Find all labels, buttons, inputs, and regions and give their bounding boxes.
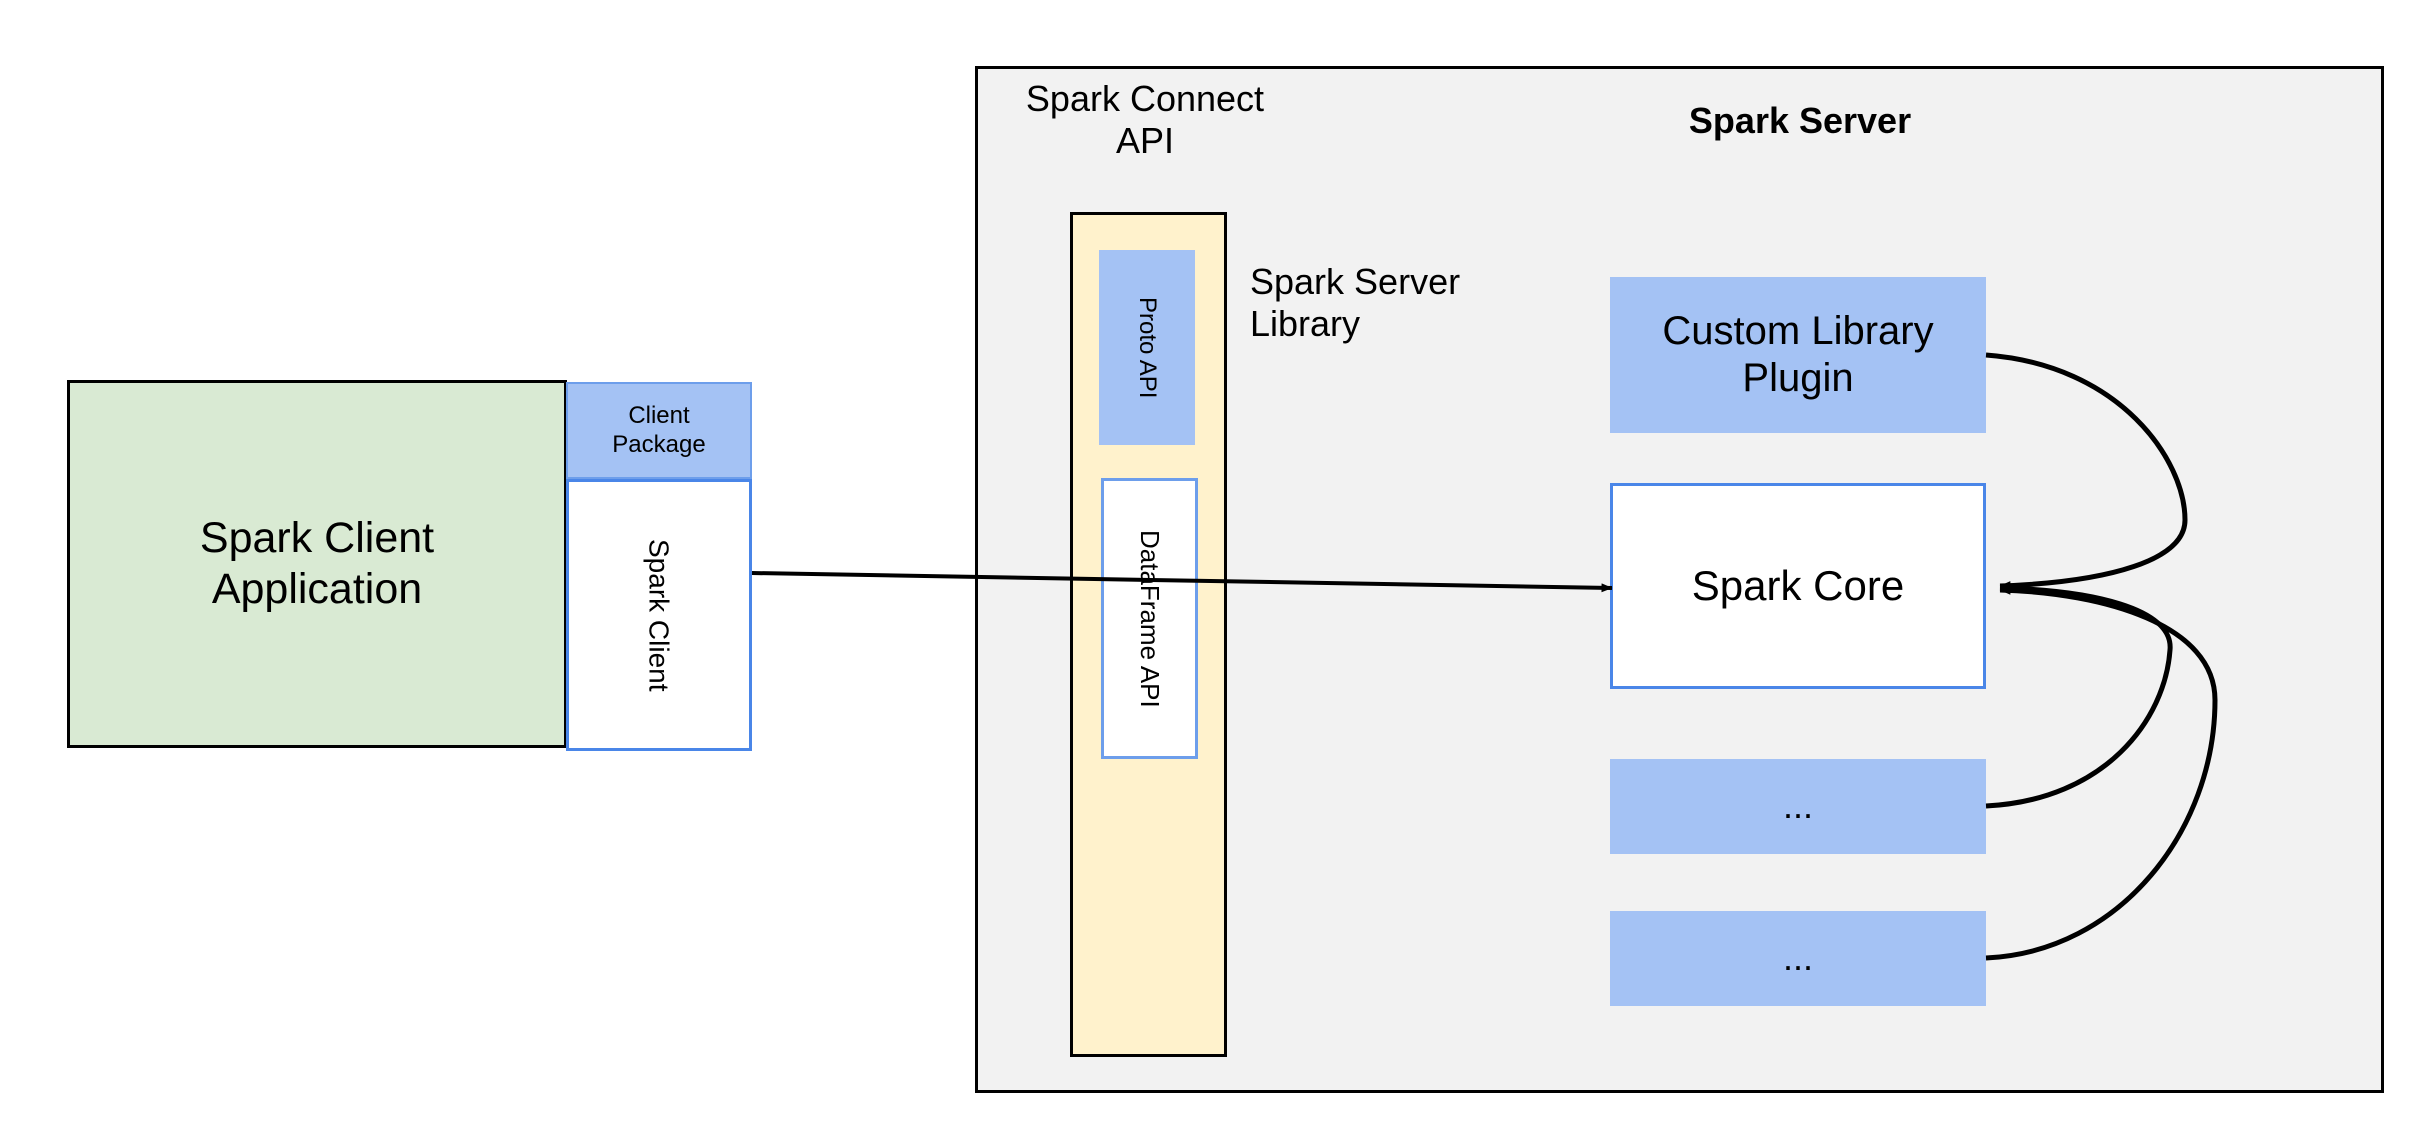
client-package-label: Client Package bbox=[612, 402, 706, 458]
spark-connect-api-label: Spark Connect API bbox=[1000, 70, 1290, 170]
spark-core-box[interactable]: Spark Core bbox=[1610, 483, 1986, 689]
spark-server-title: Spark Server bbox=[1688, 99, 1912, 141]
plugin-placeholder-box-2[interactable]: ... bbox=[1610, 911, 1986, 1006]
plugin-placeholder-label-2: ... bbox=[1782, 937, 1813, 979]
spark-server-library-line1: Spark Server bbox=[1250, 260, 1461, 302]
spark-connect-api-line1: Spark Connect bbox=[1025, 77, 1265, 119]
spark-client-box[interactable]: Spark Client bbox=[566, 479, 752, 751]
proto-api-label: Proto API bbox=[1134, 296, 1162, 399]
custom-library-plugin-box[interactable]: Custom Library Plugin bbox=[1610, 277, 1986, 433]
spark-client-application-label: Spark Client Application bbox=[199, 514, 435, 613]
spark-client-application-box[interactable]: Spark Client Application bbox=[67, 380, 567, 748]
spark-connect-api-line2: API bbox=[1115, 120, 1175, 161]
spark-core-label: Spark Core bbox=[1691, 562, 1905, 610]
spark-server-library-line2: Library bbox=[1250, 303, 1361, 344]
plugin-placeholder-label-1: ... bbox=[1782, 785, 1813, 827]
custom-library-plugin-label: Custom Library Plugin bbox=[1662, 308, 1934, 400]
dataframe-api-box[interactable]: DataFrame API bbox=[1101, 478, 1198, 759]
proto-api-box[interactable]: Proto API bbox=[1099, 250, 1195, 445]
dataframe-api-label: DataFrame API bbox=[1134, 529, 1165, 708]
client-package-box[interactable]: Client Package bbox=[566, 382, 752, 479]
spark-server-library-label: Spark Server Library bbox=[1250, 248, 1525, 358]
spark-client-label: Spark Client bbox=[643, 538, 675, 692]
plugin-placeholder-box-1[interactable]: ... bbox=[1610, 759, 1986, 854]
